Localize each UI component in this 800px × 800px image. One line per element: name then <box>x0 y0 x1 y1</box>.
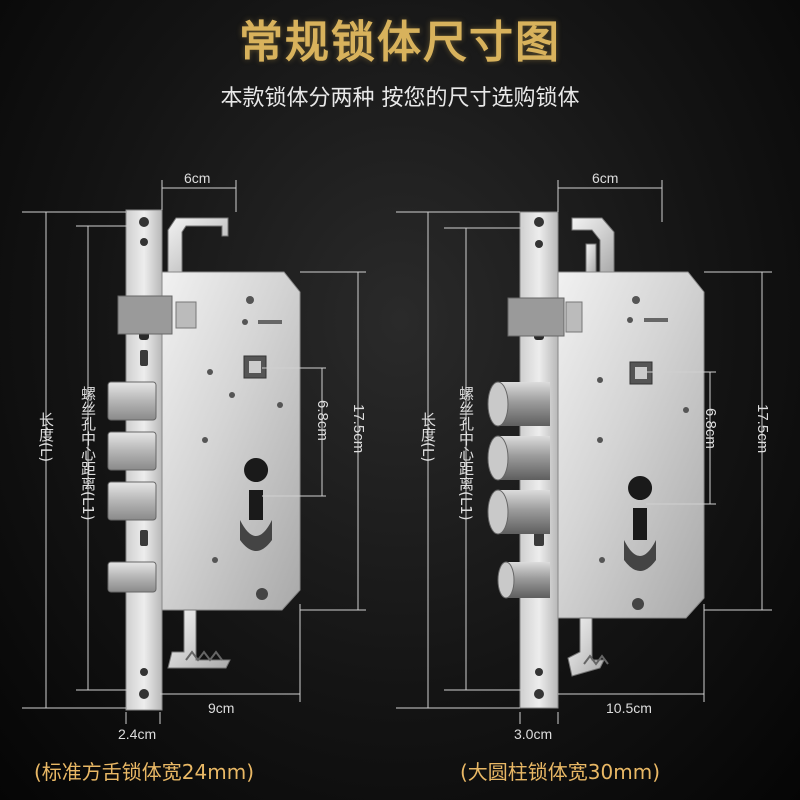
page-subtitle: 本款锁体分两种 按您的尺寸选购锁体 <box>220 86 580 111</box>
dimension-lines <box>22 180 772 724</box>
right-face-width-label: 3.0cm <box>514 726 553 742</box>
right-dim-small-label: 6.8cm <box>702 408 719 449</box>
left-dim-small-label: 6.8cm <box>314 400 331 441</box>
right-caption: (大圆柱锁体宽30mm) <box>460 760 661 784</box>
left-width-top-label: 6cm <box>184 170 211 186</box>
right-width-bottom-label: 10.5cm <box>606 700 652 716</box>
right-dim-large-label: 17.5cm <box>754 404 771 454</box>
right-width-top-label: 6cm <box>592 170 619 186</box>
left-lock-body <box>107 209 301 711</box>
left-length-label: 长度(L) <box>37 412 55 463</box>
left-caption: (标准方舌锁体宽24mm) <box>34 760 255 784</box>
page-title: 常规锁体尺寸图 <box>239 17 561 68</box>
right-hole-distance-label: 螺丝孔中心距离(L1) <box>457 386 475 521</box>
left-width-bottom-label: 9cm <box>208 700 235 716</box>
right-lock-body <box>487 211 705 709</box>
right-length-label: 长度(L) <box>419 412 437 463</box>
left-hole-distance-label: 螺丝孔中心距离(L1) <box>79 386 97 521</box>
left-face-width-label: 2.4cm <box>118 726 157 742</box>
left-dim-large-label: 17.5cm <box>350 404 367 454</box>
